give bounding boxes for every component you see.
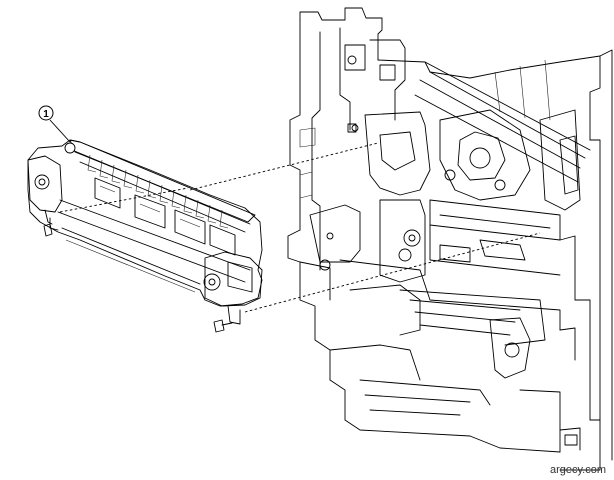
alignment-line-middle [59,187,189,213]
printer-frame [287,7,613,471]
callout-1: 1 [38,105,71,143]
callout-leader [49,119,71,143]
alignment-line-lower [244,232,541,313]
callout-circle [38,105,54,121]
alignment-lines [59,142,541,313]
fuser-assembly [27,139,263,333]
alignment-line-upper [189,142,379,191]
callout-number: 1 [43,109,49,120]
watermark-text: argecy.com [549,464,606,476]
